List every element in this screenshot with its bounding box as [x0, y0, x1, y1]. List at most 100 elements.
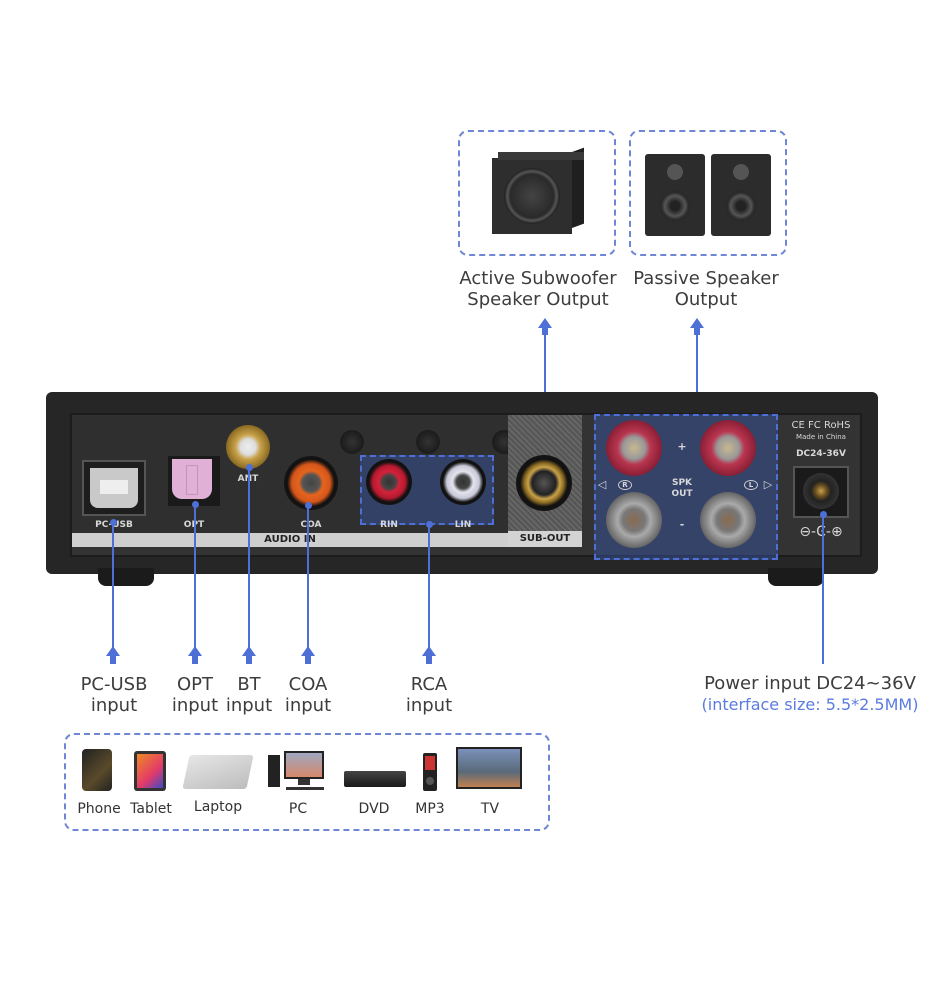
bt-input-label: BT input	[222, 674, 276, 716]
label-line: BT	[237, 674, 261, 695]
label-line: input	[90, 695, 138, 716]
connector-line	[428, 524, 430, 656]
power-interface-size: (interface size: 5.5*2.5MM)	[701, 695, 919, 714]
label-line: RCA	[410, 674, 448, 695]
subwoofer-output-box	[458, 130, 616, 256]
arrow-up-icon	[188, 646, 202, 656]
connector-line	[696, 334, 698, 414]
arrow-stem	[192, 656, 198, 664]
optical-port[interactable]	[168, 456, 220, 506]
speaker-icon: ▷	[763, 478, 773, 491]
arrow-up-icon	[242, 646, 256, 656]
speaker-terminal-r-minus[interactable]	[606, 492, 662, 548]
sub-out-jack[interactable]	[516, 455, 572, 511]
connector-line	[307, 505, 309, 656]
foot	[768, 568, 824, 586]
device-label: DVD	[358, 801, 390, 817]
arrow-up-icon	[301, 646, 315, 656]
spk-out-label-2: OUT	[671, 489, 693, 499]
arrow-up-icon	[538, 318, 552, 328]
device-label: Laptop	[193, 799, 243, 815]
label-line: Output	[674, 289, 738, 310]
right-channel-label: R	[618, 480, 632, 490]
rca-right-jack[interactable]	[366, 459, 412, 505]
label-line: PC-USB	[80, 674, 148, 695]
audio-in-strip	[72, 533, 508, 547]
arrow-up-icon	[106, 646, 120, 656]
subwoofer-output-label: Active Subwoofer Speaker Output	[448, 268, 628, 310]
label-line: input	[171, 695, 219, 716]
phone-icon	[82, 749, 112, 791]
label-line: COA	[288, 674, 328, 695]
label-line: Active Subwoofer	[459, 268, 617, 289]
spk-out-label-1: SPK	[671, 478, 693, 488]
made-in-label: Made in China	[796, 433, 846, 441]
speaker-terminal-r-plus[interactable]	[606, 420, 662, 476]
arrow-stem	[305, 656, 311, 664]
dc-rating-label: DC24-36V	[796, 449, 846, 459]
power-input-label: Power input DC24~36V (interface size: 5.…	[680, 673, 939, 715]
ant-port-label: ANT	[226, 474, 270, 484]
audio-in-label: AUDIO IN	[264, 534, 316, 545]
label-line: input	[225, 695, 273, 716]
dc-power-jack[interactable]	[793, 466, 849, 518]
foot	[98, 568, 154, 586]
antenna-connector[interactable]	[226, 425, 270, 469]
connector-line	[112, 522, 114, 656]
plus-sign: +	[677, 440, 687, 453]
label-line: input	[284, 695, 332, 716]
coa-input-label: COA input	[280, 674, 336, 716]
arrow-stem	[694, 327, 700, 335]
laptop-icon	[182, 755, 254, 789]
arrow-stem	[426, 656, 432, 664]
compatible-devices-box: Phone Tablet Laptop PC DVD MP3 TV	[64, 733, 550, 831]
arrow-stem	[542, 327, 548, 335]
tablet-icon	[134, 751, 166, 791]
sub-out-label: SUB-OUT	[519, 533, 571, 544]
usb-b-port[interactable]	[82, 460, 146, 516]
speaker-icon: ◁	[597, 478, 607, 491]
label-line: Passive Speaker	[633, 268, 779, 289]
arrow-up-icon	[690, 318, 704, 328]
label-line: OPT	[176, 674, 214, 695]
passive-speaker-output-box	[629, 130, 787, 256]
lin-port-label: LIN	[454, 520, 472, 530]
connector-line	[194, 504, 196, 656]
speaker-terminal-l-minus[interactable]	[700, 492, 756, 548]
connector-line	[822, 514, 824, 664]
arrow-stem	[246, 656, 252, 664]
label-line: Speaker Output	[467, 289, 609, 310]
label-line: Power input DC24~36V	[704, 673, 916, 694]
arrow-stem	[110, 656, 116, 664]
opt-port-label: OPT	[168, 520, 220, 530]
desktop-pc-icon	[268, 751, 326, 791]
pc-usb-input-label: PC-USB input	[68, 674, 160, 716]
device-label: PC	[288, 801, 308, 817]
arrow-up-icon	[422, 646, 436, 656]
passive-speaker-output-label: Passive Speaker Output	[616, 268, 796, 310]
connector-line	[248, 467, 250, 656]
rca-left-jack[interactable]	[440, 459, 486, 505]
device-label: MP3	[415, 801, 445, 817]
certification-marks: CE FC RoHS	[791, 420, 851, 431]
left-channel-label: L	[744, 480, 758, 490]
sub-out-strip	[508, 531, 582, 547]
device-label: Tablet	[130, 801, 172, 817]
coa-port-label: COA	[300, 520, 322, 530]
bookshelf-speakers-icon	[645, 154, 773, 238]
speaker-terminal-l-plus[interactable]	[700, 420, 756, 476]
mp3-player-icon	[423, 753, 437, 791]
polarity-symbol: ⊖-Ͼ-⊕	[799, 524, 843, 540]
dvd-player-icon	[344, 771, 406, 787]
screw	[416, 430, 440, 454]
tv-icon	[456, 747, 522, 789]
opt-input-label: OPT input	[168, 674, 222, 716]
minus-sign: -	[679, 518, 685, 531]
coaxial-jack[interactable]	[284, 456, 338, 510]
device-label: TV	[480, 801, 500, 817]
rin-port-label: RIN	[380, 520, 398, 530]
device-label: Phone	[77, 801, 121, 817]
screw	[340, 430, 364, 454]
subwoofer-icon	[492, 147, 584, 234]
label-line: input	[405, 695, 453, 716]
